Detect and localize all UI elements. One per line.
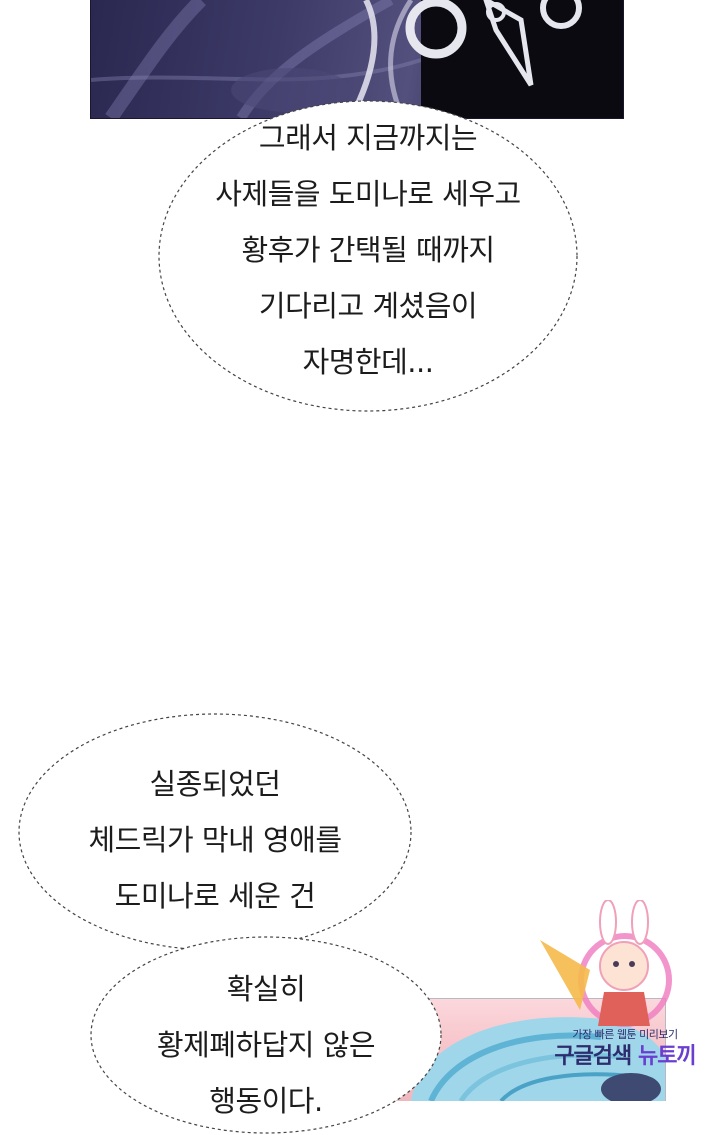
site-watermark: 가장 빠른 웹툰 미리보기 구글검색 뉴토끼: [540, 899, 710, 1090]
bubble-outline: [18, 713, 412, 951]
dialogue-line: 체드릭가 막내 영애를: [88, 823, 342, 857]
character-art: [411, 1017, 665, 1101]
ornament-art: [91, 0, 623, 118]
dialogue-line: 확실히: [226, 972, 306, 1006]
dialogue-line: 실종되었던: [149, 767, 281, 801]
dialogue-line: 그래서 지금까지는: [258, 121, 478, 155]
bubble-1-text: 그래서 지금까지는 사제들을 도미나로 세우고 황후가 간택될 때까지 기다리고…: [158, 110, 578, 390]
watermark-title-part1: 구글검색: [554, 1044, 632, 1069]
dialogue-line: 사제들을 도미나로 세우고: [215, 177, 521, 211]
speech-bubble-3: 확실히 황제폐하답지 않은 행동이다.: [90, 935, 442, 1135]
dialogue-line: 기다리고 계셨음이: [258, 289, 478, 323]
bubble-2-text: 실종되었던 체드릭가 막내 영애를 도미나로 세운 건: [18, 756, 412, 924]
rabbit-mascot-icon: [540, 899, 672, 1027]
dialogue-line: 행동이다.: [209, 1084, 323, 1118]
speech-bubble-2: 실종되었던 체드릭가 막내 영애를 도미나로 세운 건: [18, 712, 412, 952]
watermark-title: 구글검색 뉴토끼: [540, 1038, 710, 1070]
dialogue-line: 황후가 간택될 때까지: [241, 233, 495, 267]
top-art-panel: [90, 0, 624, 119]
bubble-outline: [158, 100, 578, 412]
dialogue-line: 황제폐하답지 않은: [156, 1028, 376, 1062]
watermark-tagline: 가장 빠른 웹툰 미리보기: [572, 1028, 678, 1041]
speech-bubble-1: 그래서 지금까지는 사제들을 도미나로 세우고 황후가 간택될 때까지 기다리고…: [158, 100, 578, 412]
dialogue-line: 도미나로 세운 건: [114, 879, 316, 913]
bubble-3-text: 확실히 황제폐하답지 않은 행동이다.: [90, 961, 442, 1129]
watermark-title-part2: 뉴토끼: [637, 1044, 697, 1069]
dialogue-line: 자명한데...: [302, 345, 434, 379]
